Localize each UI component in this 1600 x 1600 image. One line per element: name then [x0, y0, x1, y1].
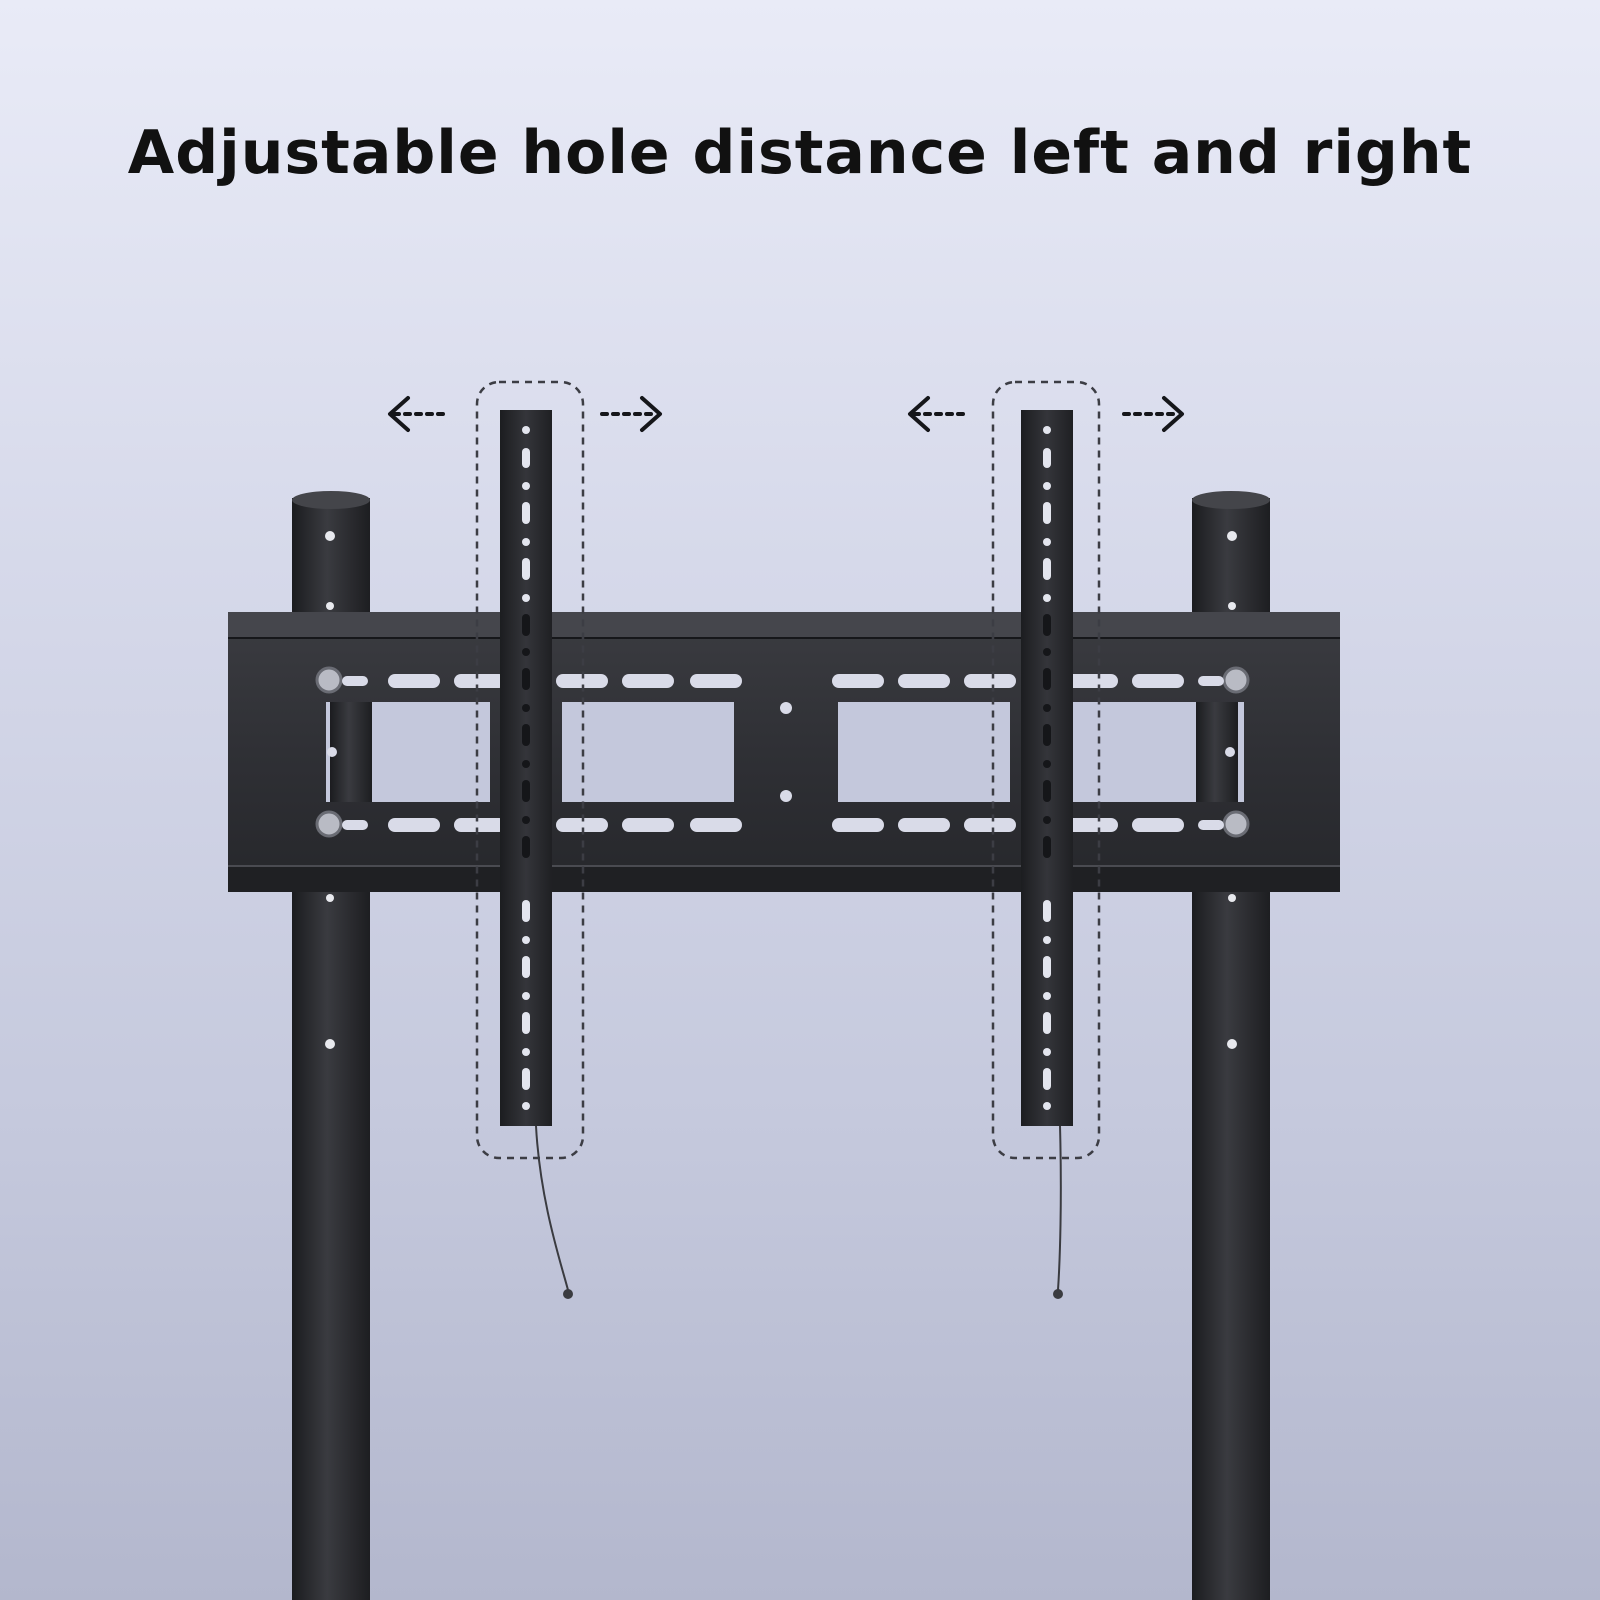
dashed-highlight-frame: [475, 380, 1101, 1160]
right-rail: [1021, 410, 1073, 1299]
bolt-icon: [315, 666, 1250, 838]
headline: Adjustable hole distance left and right: [127, 118, 1473, 188]
arrow-right-icon: [600, 396, 1184, 432]
left-rail: [500, 410, 573, 1299]
mounting-plate: [228, 612, 1340, 892]
arrow-left-icon: [388, 396, 968, 432]
